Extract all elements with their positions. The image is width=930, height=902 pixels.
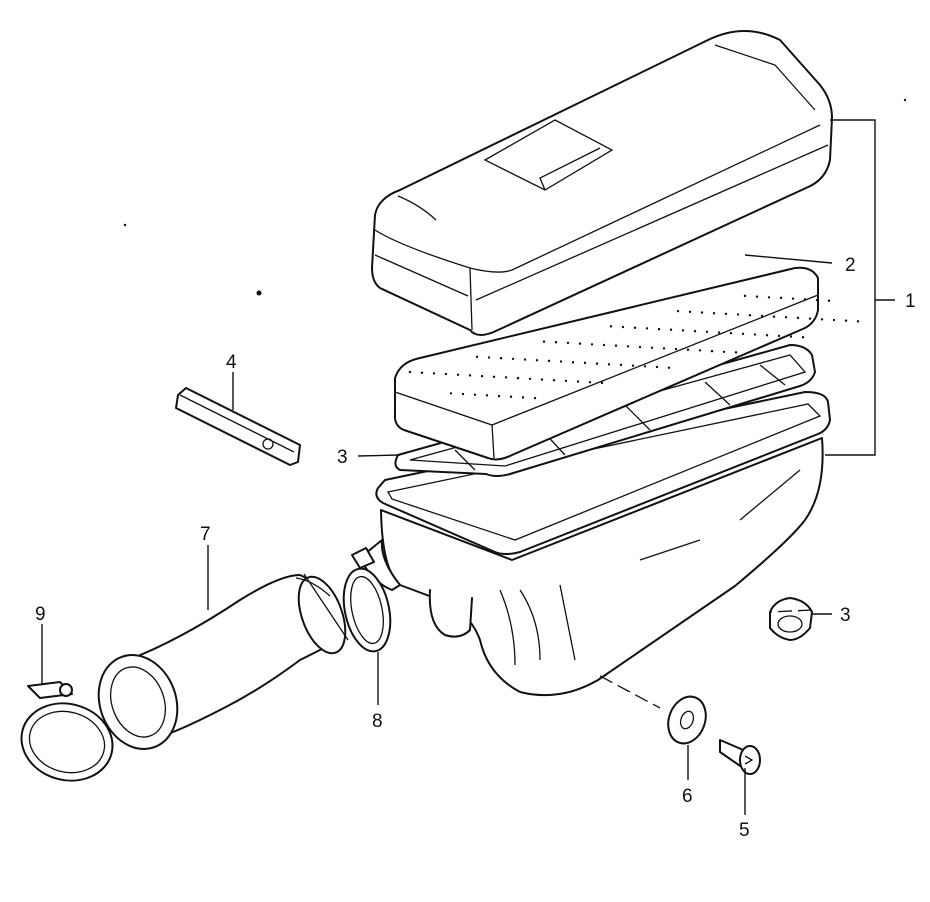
air-cleaner-case: [359, 391, 831, 697]
callout-2: 2: [845, 255, 856, 276]
callout-8: 8: [372, 711, 383, 732]
callout-3-frame: 3: [337, 447, 348, 468]
assembly-lines: [599, 609, 813, 709]
callout-5: 5: [739, 820, 750, 841]
hose-clamp-large: [20, 681, 114, 782]
washer: [667, 695, 707, 745]
bolt: [719, 739, 761, 775]
air-cleaner-cover: [371, 30, 833, 336]
print-specks: [123, 98, 907, 296]
callout-4: 4: [226, 352, 237, 373]
bracket-plate: [175, 387, 301, 466]
callout-7: 7: [200, 524, 211, 545]
filter-element: [393, 266, 860, 461]
inlet-hose: [97, 573, 349, 750]
filter-dot-texture: [408, 294, 860, 400]
callout-6: 6: [682, 786, 693, 807]
hose-clamp-small: [342, 547, 392, 653]
callout-3-grommet: 3: [840, 605, 851, 626]
callout-1: 1: [905, 291, 916, 312]
callout-9: 9: [35, 604, 46, 625]
grommet: [769, 597, 813, 641]
callouts: 1 2 3 3 4 5 6 7 8 9: [35, 119, 916, 841]
